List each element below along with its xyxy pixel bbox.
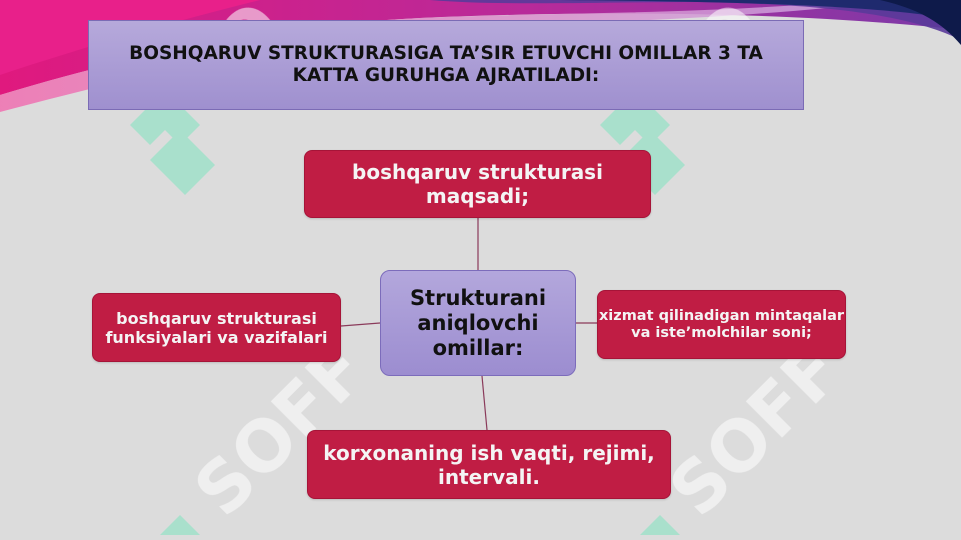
connector-left	[340, 322, 381, 327]
node-regions: xizmat qilinadigan mintaqalar va iste’mo…	[597, 290, 846, 359]
node-functions: boshqaruv strukturasi funksiyalari va va…	[92, 293, 341, 362]
center-node-text: Strukturani aniqlovchi omillar:	[409, 285, 547, 360]
node-functions-text: boshqaruv strukturasi funksiyalari va va…	[105, 308, 328, 347]
node-purpose: boshqaruv strukturasi maqsadi;	[304, 150, 651, 218]
node-worktime: korxonaning ish vaqti, rejimi, intervali…	[307, 430, 671, 499]
node-purpose-text: boshqaruv strukturasi maqsadi;	[352, 160, 603, 208]
slide-title-text: BOSHQARUV STRUKTURASIGA TA’SIR ETUVCHI O…	[129, 43, 763, 86]
node-worktime-text: korxonaning ish vaqti, rejimi, intervali…	[323, 440, 655, 489]
connector-bottom	[481, 375, 488, 431]
center-node: Strukturani aniqlovchi omillar:	[380, 270, 576, 376]
node-regions-text: xizmat qilinadigan mintaqalar va iste’mo…	[598, 307, 845, 341]
slide-title: BOSHQARUV STRUKTURASIGA TA’SIR ETUVCHI O…	[88, 20, 804, 110]
